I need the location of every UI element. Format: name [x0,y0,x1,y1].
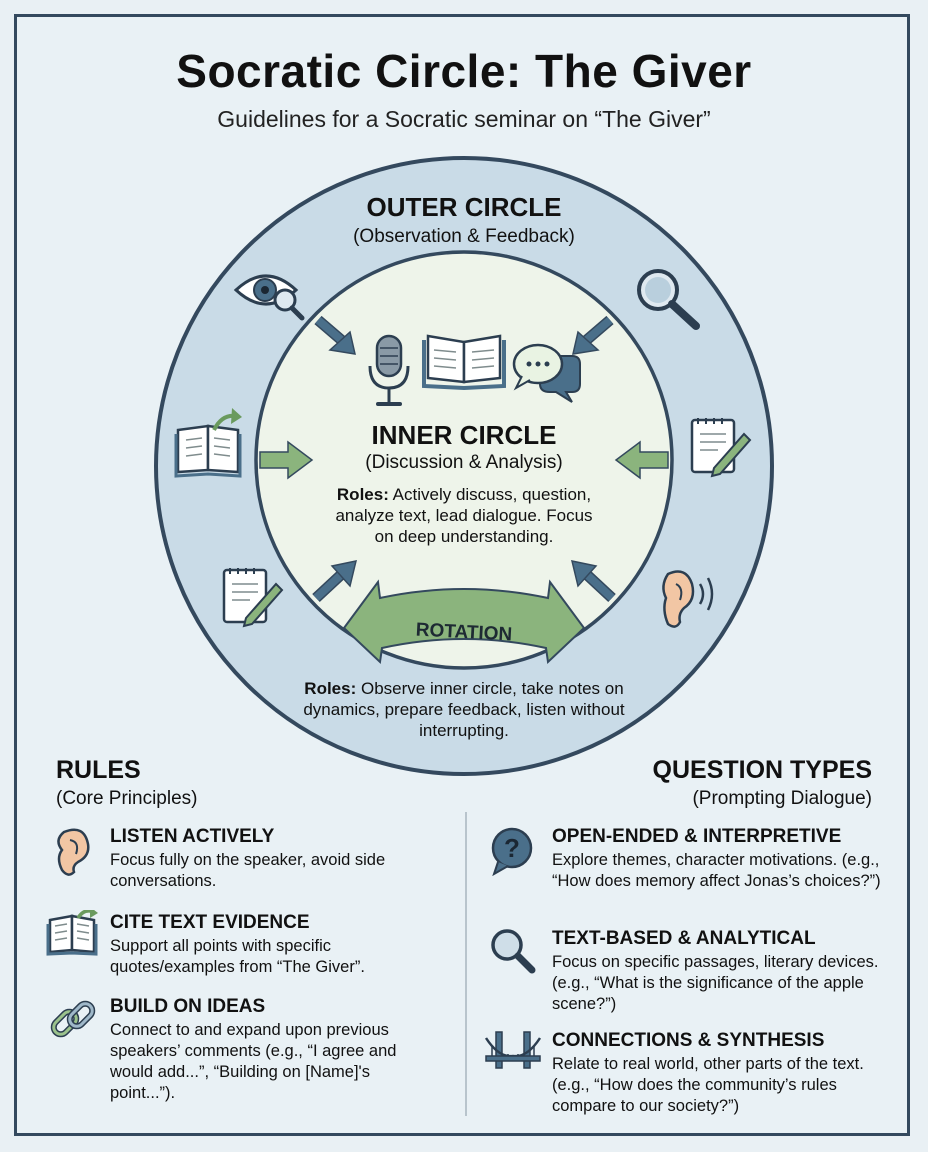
inward-arrow [314,315,356,355]
inner-circle-subheading: (Discussion & Analysis) [365,452,563,473]
inner-circle-roles: Roles: Actively discuss, question, analy… [334,484,594,547]
page-subtitle: Guidelines for a Socratic seminar on “Th… [217,106,711,132]
rule-item: BUILD ON IDEAS Connect to and expand upo… [110,996,460,1104]
question-item: OPEN-ENDED & INTERPRETIVE Explore themes… [552,826,902,892]
questions-heading: QUESTION TYPES [652,756,872,784]
book-share-icon [46,910,98,956]
green-arrow-right [259,440,314,480]
question-body: Focus on specific passages, literary dev… [552,953,879,1013]
questions-subheading: (Prompting Dialogue) [692,788,872,809]
speech-bubbles-icon [512,343,581,403]
rule-body: Support all points with specific quotes/… [110,937,365,976]
rule-title: LISTEN ACTIVELY [110,826,275,847]
rule-item: LISTEN ACTIVELY Focus fully on the speak… [110,826,460,892]
outward-arrow [570,560,616,603]
question-item: TEXT-BASED & ANALYTICAL Focus on specifi… [552,928,902,1015]
roles-text: Actively discuss, question, analyze text… [335,485,593,546]
eye-magnifier-icon [233,274,305,321]
question-body: Relate to real world, other parts of the… [552,1055,864,1115]
rule-title: CITE TEXT EVIDENCE [110,912,310,933]
outer-circle-roles: Roles: Observe inner circle, take notes … [284,678,644,741]
rules-heading: RULES [56,756,141,784]
rotation-arrow [342,579,586,665]
svg-text:?: ? [504,833,520,863]
rule-item: CITE TEXT EVIDENCE Support all points wi… [110,912,460,978]
question-bubble-icon: ? [491,827,533,876]
question-title: TEXT-BASED & ANALYTICAL [552,928,816,949]
roles-text: Observe inner circle, take notes on dyna… [303,679,625,740]
inward-arrow [572,315,614,355]
book-share-icon [174,408,242,478]
notepad-pencil-icon [222,568,284,628]
rotation-label: ROTATION [415,619,512,645]
question-title: CONNECTIONS & SYNTHESIS [552,1030,825,1051]
rule-body: Connect to and expand upon previous spea… [110,1021,397,1102]
section-divider [465,812,467,1116]
rule-body: Focus fully on the speaker, avoid side c… [110,851,386,890]
rule-title: BUILD ON IDEAS [110,996,266,1017]
outward-arrow [312,560,358,603]
bridge-icon [484,1031,542,1069]
magnifier-icon [637,269,700,330]
question-body: Explore themes, character motivations. (… [552,851,881,890]
open-book-icon [422,334,506,391]
page-title: Socratic Circle: The Giver [176,45,752,97]
notepad-pencil-icon [690,418,752,478]
roles-label: Roles: [304,679,357,698]
magnifier-icon [491,929,536,974]
ear-sound-icon [662,570,714,628]
green-arrow-left [614,440,669,480]
chain-link-icon [50,1000,96,1038]
ear-icon [57,828,90,876]
outer-circle-heading: OUTER CIRCLE [366,192,562,222]
question-item: CONNECTIONS & SYNTHESIS Relate to real w… [552,1030,902,1117]
outer-circle-subheading: (Observation & Feedback) [353,226,575,247]
question-title: OPEN-ENDED & INTERPRETIVE [552,826,842,847]
inner-circle-heading: INNER CIRCLE [371,420,557,450]
microphone-icon [368,334,410,406]
rules-subheading: (Core Principles) [56,788,198,809]
roles-label: Roles: [336,485,389,504]
